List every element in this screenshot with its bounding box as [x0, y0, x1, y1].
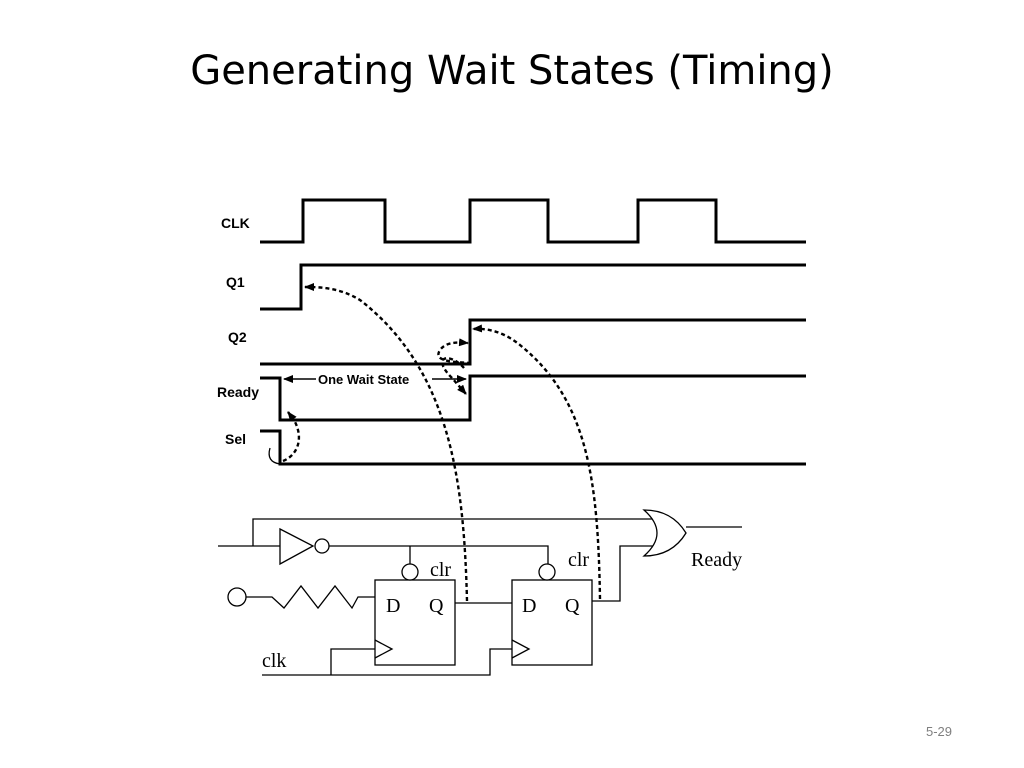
clock-wire — [262, 648, 512, 676]
ready-signal-label: Ready — [217, 384, 259, 400]
ready-waveform — [260, 374, 806, 422]
ff1-d-label: D — [386, 595, 400, 617]
ff1-q-label: Q — [429, 595, 444, 617]
supply-terminal — [227, 587, 247, 607]
timing-diagram: CLK Q1 Q2 Ready Sel One Wait State — [217, 198, 806, 466]
ff1-clear-bubble — [401, 563, 419, 581]
q1-to-ready-dashed-arrow — [441, 357, 467, 395]
clk-signal-label: CLK — [221, 215, 250, 231]
ready-output-label: Ready — [691, 549, 742, 571]
ff1-q-to-q1-dashed-arrow — [304, 283, 469, 602]
ff1-clear-label: clr — [430, 559, 451, 581]
sel-waveform — [260, 429, 806, 466]
clk-waveform — [260, 198, 806, 244]
clear-bus-wire — [329, 545, 549, 564]
inverter-bubble — [314, 538, 330, 554]
sel-signal-label: Sel — [225, 431, 246, 447]
sel-branch-wire — [252, 518, 652, 546]
q1-waveform — [260, 263, 806, 311]
ff2-q-to-q2-dashed-arrow — [437, 338, 472, 365]
ff2-clear-label: clr — [568, 549, 589, 571]
slide-title: Generating Wait States (Timing) — [190, 48, 834, 94]
ff2-q-to-q2-rise-dashed-arrow — [472, 324, 602, 600]
wait-state-circuit: clr D Q clr D Q clk Ready — [218, 283, 742, 676]
clock-label: clk — [262, 650, 286, 672]
q2-signal-label: Q2 — [228, 329, 247, 345]
ff2-d-label: D — [522, 595, 536, 617]
sel-to-ready-dashed-arrow — [282, 411, 300, 463]
wait-state-label: One Wait State — [318, 372, 409, 387]
slide-number: 5-29 — [926, 724, 953, 739]
inverter-gate — [279, 527, 315, 566]
q2-waveform — [260, 318, 806, 366]
ff2-clock-triangle — [511, 639, 531, 659]
ff1-clock-wire — [330, 648, 375, 675]
ff2-q-label: Q — [565, 595, 580, 617]
pullup-resistor — [246, 584, 375, 610]
sel-fall-curve — [268, 447, 281, 465]
or-gate — [642, 509, 687, 557]
q1-signal-label: Q1 — [226, 274, 245, 290]
ff2-clear-bubble — [538, 563, 556, 581]
ff2-q-to-or-wire — [592, 545, 656, 602]
ff1-clock-triangle — [374, 639, 394, 659]
